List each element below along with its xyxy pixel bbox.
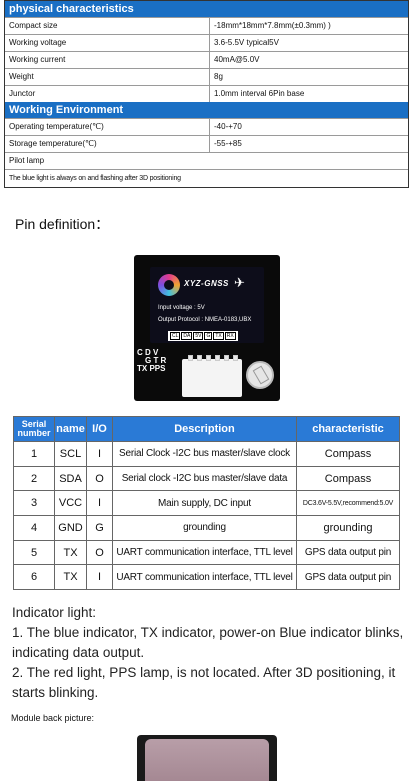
spec-value: -18mm*18mm*7.8mm(±0.3mm) ) xyxy=(214,21,331,30)
module-pin-label: G xyxy=(204,332,213,340)
spec-row: Operating temperature(℃) -40-+70 xyxy=(5,118,408,135)
table-cell: O xyxy=(86,465,113,492)
module-back-shield xyxy=(145,739,269,781)
spec-key: Weight xyxy=(5,69,210,85)
table-cell: TX xyxy=(54,539,87,566)
table-cell: UART communication interface, TTL level xyxy=(112,564,297,591)
spec-value: -40-+70 xyxy=(214,122,242,131)
module-sticker: XYZ-GNSS ✈ Input voltage : 5V Output Pro… xyxy=(150,267,264,343)
pilot-lamp-label: Pilot lamp xyxy=(5,152,408,169)
table-cell: I xyxy=(86,564,113,591)
table-cell: DC3.6V-5.5V,recommend:5.0V xyxy=(296,490,400,517)
spec-key: Storage temperature(℃) xyxy=(5,136,210,152)
spec-row: Junctor 1.0mm interval 6Pin base xyxy=(5,85,408,102)
table-cell: VCC xyxy=(54,490,87,517)
table-cell: 2 xyxy=(13,465,55,492)
spec-value: 3.6-5.5V typical5V xyxy=(214,38,279,47)
table-cell: 3 xyxy=(13,490,55,517)
table-cell: SDA xyxy=(54,465,87,492)
module-pin-label: TX xyxy=(213,332,224,340)
module-back-picture xyxy=(137,735,277,781)
swirl-logo-icon xyxy=(158,274,180,296)
module-picture: XYZ-GNSS ✈ Input voltage : 5V Output Pro… xyxy=(134,255,280,401)
spec-row: Weight 8g xyxy=(5,68,408,85)
column-header: Serial number xyxy=(13,416,55,442)
table-cell: GPS data output pin xyxy=(296,539,400,566)
pin-table-header: Serial number name I/O Description chara… xyxy=(13,416,400,442)
table-row: 6 TX I UART communication interface, TTL… xyxy=(13,564,400,591)
table-cell: 1 xyxy=(13,441,55,467)
side-letters-row: TX PPS xyxy=(137,364,166,373)
physical-characteristics-header: physical characteristics xyxy=(5,1,408,17)
table-row: 4 GND G grounding grounding xyxy=(13,515,400,541)
spec-value: -55-+85 xyxy=(214,139,242,148)
table-cell: G xyxy=(86,515,113,541)
spec-row: Compact size -18mm*18mm*7.8mm(±0.3mm) ) xyxy=(5,17,408,34)
table-cell: I xyxy=(86,490,113,517)
pin-table: Serial number name I/O Description chara… xyxy=(13,416,400,591)
table-cell: Compass xyxy=(296,465,400,492)
indicator-line-1: 1. The blue indicator, TX indicator, pow… xyxy=(12,625,404,660)
connector-teeth xyxy=(188,355,238,361)
working-environment-header: Working Environment xyxy=(5,102,408,118)
column-header: name xyxy=(54,416,87,442)
indicator-title: Indicator light: xyxy=(12,605,97,620)
side-letters-row: G T R xyxy=(145,356,167,365)
module-pin-label: RX xyxy=(224,332,236,340)
spec-value: 8g xyxy=(214,72,223,81)
spec-row: Working current 40mA@5.0V xyxy=(5,51,408,68)
table-cell: grounding xyxy=(296,515,400,541)
table-cell: 5 xyxy=(13,539,55,566)
spec-table: physical characteristics Compact size -18… xyxy=(4,0,409,188)
column-header: Description xyxy=(112,416,297,442)
table-cell: UART communication interface, TTL level xyxy=(112,539,297,566)
table-row: 3 VCC I Main supply, DC input DC3.6V-5.5… xyxy=(13,490,400,517)
module-voltage: Input voltage : 5V xyxy=(158,305,205,311)
module-pin-label: 5V xyxy=(193,332,204,340)
spec-key: Working voltage xyxy=(5,35,210,51)
module-back-title: Module back picture: xyxy=(11,713,95,723)
module-brand: XYZ-GNSS xyxy=(184,279,229,288)
spec-value: 40mA@5.0V xyxy=(214,55,260,64)
indicator-line-2: 2. The red light, PPS lamp, is not locat… xyxy=(12,665,396,700)
table-cell: GND xyxy=(54,515,87,541)
table-cell: Compass xyxy=(296,441,400,467)
module-pin-label: CL xyxy=(170,332,181,340)
module-pin-label: DA xyxy=(181,332,193,340)
table-row: 2 SDA O Serial clock -I2C bus master/sla… xyxy=(13,465,400,492)
table-cell: TX xyxy=(54,564,87,591)
spec-key: Junctor xyxy=(5,86,210,102)
table-cell: Serial clock -I2C bus master/slave data xyxy=(112,465,297,492)
spec-key: Working current xyxy=(5,52,210,68)
module-pin-labels: CL DA 5V G TX RX xyxy=(168,331,238,341)
airplane-icon: ✈ xyxy=(234,275,245,290)
column-header: I/O xyxy=(86,416,113,442)
table-cell: I xyxy=(86,441,113,467)
table-cell: Main supply, DC input xyxy=(112,490,297,517)
spec-key: Operating temperature(℃) xyxy=(5,119,210,135)
table-cell: O xyxy=(86,539,113,566)
table-cell: Serial Clock -I2C bus master/slave clock xyxy=(112,441,297,467)
indicator-section: Indicator light: 1. The blue indicator, … xyxy=(12,603,408,703)
table-cell: 6 xyxy=(13,564,55,591)
pin-connector xyxy=(182,355,242,397)
side-letters-row: C D V xyxy=(137,348,159,357)
spec-row: Working voltage 3.6-5.5V typical5V xyxy=(5,34,408,51)
table-cell: 4 xyxy=(13,515,55,541)
spec-row: Storage temperature(℃) -55-+85 xyxy=(5,135,408,152)
module-protocol: Output Protocol : NMEA-0183,UBX xyxy=(158,317,252,323)
spec-value: 1.0mm interval 6Pin base xyxy=(214,89,305,98)
backup-battery-icon xyxy=(246,361,274,389)
table-row: 1 SCL I Serial Clock -I2C bus master/sla… xyxy=(13,441,400,467)
table-row: 5 TX O UART communication interface, TTL… xyxy=(13,539,400,566)
table-cell: GPS data output pin xyxy=(296,564,400,591)
table-cell: SCL xyxy=(54,441,87,467)
spec-key: Compact size xyxy=(5,18,210,34)
pin-definition-title: Pin definition： xyxy=(15,216,110,232)
table-cell: grounding xyxy=(112,515,297,541)
column-header: characteristic xyxy=(296,416,400,442)
module-side-letters: C D V G T R TX PPS xyxy=(137,349,167,373)
pilot-lamp-note: The blue light is always on and flashing… xyxy=(5,169,408,187)
